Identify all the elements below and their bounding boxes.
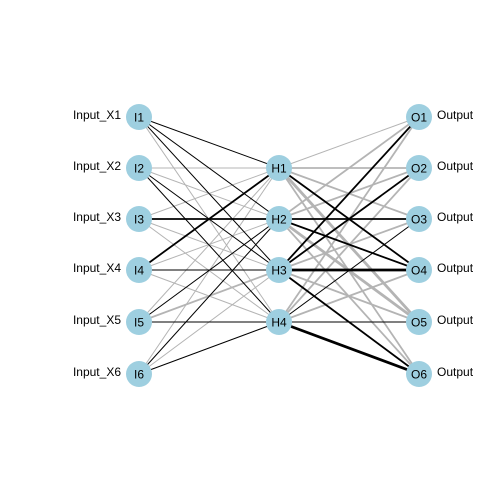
node-label: O2	[411, 162, 427, 176]
edge-h3-o2	[278, 167, 420, 271]
node-circle	[406, 257, 432, 283]
node-label: O3	[411, 213, 427, 227]
edge-h2-o1	[278, 116, 420, 220]
node-i3: I3	[126, 206, 152, 232]
node-o2: O2	[406, 155, 432, 181]
node-circle	[406, 155, 432, 181]
edge-i2-h4	[138, 167, 280, 323]
node-label: H3	[271, 264, 287, 278]
node-label: H4	[271, 316, 287, 330]
node-circle	[126, 104, 152, 130]
node-circle	[266, 257, 292, 283]
node-label: O6	[411, 368, 427, 382]
node-label: O4	[411, 264, 427, 278]
node-label: I4	[134, 264, 144, 278]
node-label: I3	[134, 213, 144, 227]
input-label-6: Input_X6	[73, 365, 121, 379]
node-circle	[406, 104, 432, 130]
node-label: O5	[411, 316, 427, 330]
node-i6: I6	[126, 361, 152, 387]
node-i4: I4	[126, 257, 152, 283]
node-o1: O1	[406, 104, 432, 130]
output-label-5: Output	[437, 313, 474, 327]
edge-h4-o6	[278, 320, 420, 376]
node-h3: H3	[266, 257, 292, 283]
node-i2: I2	[126, 155, 152, 181]
output-label-3: Output	[437, 210, 474, 224]
output-label-1: Output	[437, 108, 474, 122]
node-o3: O3	[406, 206, 432, 232]
node-label: I2	[134, 162, 144, 176]
input-label-4: Input_X4	[73, 261, 121, 275]
edge-h1-o1	[278, 116, 420, 169]
node-circle	[126, 206, 152, 232]
node-i5: I5	[126, 309, 152, 335]
node-circle	[406, 361, 432, 387]
edge-h4-o3	[278, 218, 420, 323]
node-h2: H2	[266, 206, 292, 232]
node-label: H1	[271, 162, 287, 176]
edge-h3-o1	[278, 116, 420, 271]
node-circle	[126, 257, 152, 283]
edge-i1-h1	[138, 116, 280, 169]
edge-i6-h4	[138, 321, 280, 375]
node-o5: O5	[406, 309, 432, 335]
edge-i4-h1	[138, 167, 280, 271]
edge-h4-o4	[278, 269, 420, 323]
labels-layer: Input_X1Input_X2Input_X3Input_X4Input_X5…	[73, 108, 474, 379]
node-circle	[266, 155, 292, 181]
node-circle	[266, 309, 292, 335]
output-label-6: Output	[437, 365, 474, 379]
node-label: I5	[134, 316, 144, 330]
node-h1: H1	[266, 155, 292, 181]
node-circle	[126, 361, 152, 387]
input-label-2: Input_X2	[73, 159, 121, 173]
edge-h2-o4	[278, 218, 420, 271]
edge-i6-h2	[138, 218, 280, 375]
edges-layer	[138, 116, 421, 376]
node-circle	[126, 155, 152, 181]
node-o4: O4	[406, 257, 432, 283]
input-label-3: Input_X3	[73, 210, 121, 224]
output-label-2: Output	[437, 159, 474, 173]
node-label: I1	[134, 111, 144, 125]
edge-i1-h2	[138, 116, 280, 220]
node-label: H2	[271, 213, 287, 227]
node-h4: H4	[266, 309, 292, 335]
edge-i1-h3	[138, 116, 280, 271]
input-label-1: Input_X1	[73, 108, 121, 122]
node-circle	[406, 206, 432, 232]
node-circle	[266, 206, 292, 232]
edge-i5-h2	[138, 218, 280, 323]
node-circle	[406, 309, 432, 335]
input-label-5: Input_X5	[73, 313, 121, 327]
node-i1: I1	[126, 104, 152, 130]
node-label: I6	[134, 368, 144, 382]
node-label: O1	[411, 111, 427, 125]
node-circle	[126, 309, 152, 335]
node-o6: O6	[406, 361, 432, 387]
output-label-4: Output	[437, 261, 474, 275]
